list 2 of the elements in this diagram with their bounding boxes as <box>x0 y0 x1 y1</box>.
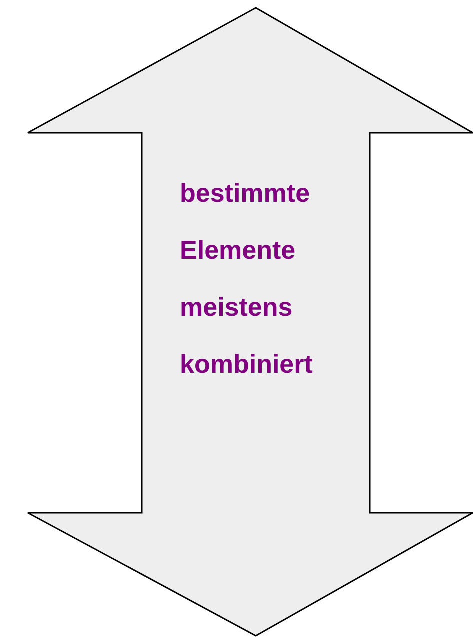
arrow-text: bestimmte Elemente meistens kombiniert <box>180 177 314 381</box>
double-arrow-shape <box>28 8 473 636</box>
